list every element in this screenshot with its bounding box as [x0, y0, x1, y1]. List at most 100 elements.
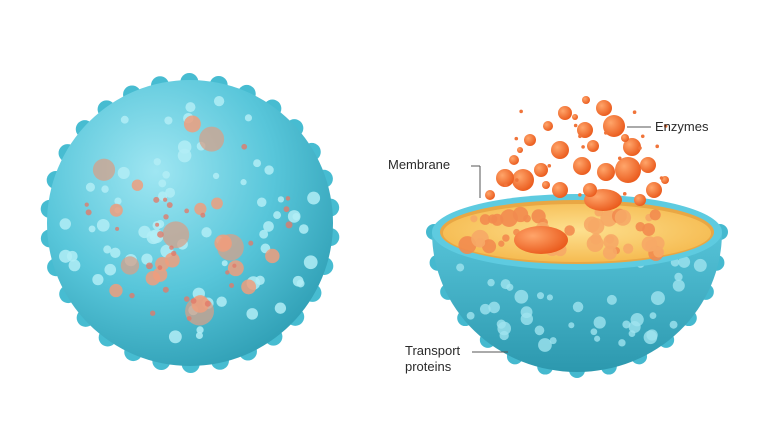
- interior-enzyme: [588, 218, 604, 234]
- surface-spot: [591, 328, 598, 335]
- surface-spot: [97, 219, 110, 232]
- surface-spot: [622, 320, 630, 328]
- interior-enzyme: [623, 243, 633, 253]
- inner-dot: [158, 265, 163, 270]
- interior-enzyme: [480, 214, 491, 225]
- enzyme-granule: [621, 134, 629, 142]
- inner-dot: [146, 262, 153, 269]
- inner-granule: [199, 127, 224, 152]
- surface-spot: [245, 114, 252, 121]
- enzyme-granule: [583, 183, 597, 197]
- enzyme-granule: [572, 114, 578, 120]
- enzymes-label: Enzymes: [655, 119, 709, 134]
- inner-dot: [129, 293, 134, 298]
- enzyme-granule: [552, 182, 568, 198]
- surface-spot: [162, 171, 170, 179]
- enzyme-granule: [646, 182, 662, 198]
- enzyme-granule: [615, 157, 641, 183]
- enzyme-dot: [581, 145, 585, 149]
- inner-dot: [153, 197, 159, 203]
- interior-enzyme: [590, 233, 601, 244]
- inner-dot: [184, 296, 190, 302]
- surface-spot: [568, 322, 574, 328]
- inner-granule: [93, 159, 115, 181]
- surface-spot: [169, 330, 182, 343]
- inner-granule: [132, 179, 143, 190]
- surface-spot: [480, 304, 491, 315]
- interior-enzyme: [476, 238, 485, 247]
- surface-spot: [201, 227, 211, 237]
- inner-dot: [286, 221, 293, 228]
- inner-dot: [115, 227, 119, 231]
- inner-dot: [167, 202, 173, 208]
- surface-spot: [222, 260, 228, 266]
- enzyme-dot: [638, 146, 642, 150]
- surface-spot: [86, 183, 95, 192]
- surface-spot: [497, 322, 511, 336]
- inner-granule: [162, 221, 189, 248]
- surface-spot: [216, 296, 226, 306]
- surface-spot: [467, 312, 475, 320]
- enzyme-granule: [597, 163, 615, 181]
- surface-spot: [263, 221, 274, 232]
- inner-granule: [211, 198, 223, 210]
- surface-spot: [275, 303, 286, 314]
- surface-spot: [521, 313, 533, 325]
- membrane-label: Membrane: [388, 157, 450, 172]
- enzyme-granule: [558, 106, 572, 120]
- inner-granule: [265, 249, 279, 263]
- inner-granule: [194, 203, 206, 215]
- inner-granule: [241, 279, 256, 294]
- label-enzymes: Enzymes: [627, 119, 709, 134]
- surface-spot: [255, 276, 264, 285]
- enzyme-dot: [660, 176, 664, 180]
- inner-dot: [163, 198, 167, 202]
- surface-spot: [110, 248, 120, 258]
- inner-dot: [169, 245, 173, 249]
- inner-granule: [109, 284, 122, 297]
- inner-dot: [184, 209, 189, 214]
- inner-dot: [286, 196, 291, 201]
- surface-spot: [307, 192, 320, 205]
- surface-spot: [629, 321, 641, 333]
- transport-proteins-label-line2: proteins: [405, 359, 452, 374]
- surface-spot: [59, 250, 72, 263]
- interior-enzyme: [502, 234, 509, 241]
- inner-granule: [184, 116, 201, 133]
- inner-dot: [150, 311, 155, 316]
- interior-enzyme: [615, 209, 631, 225]
- surface-spot: [253, 159, 261, 167]
- surface-spot: [60, 218, 71, 229]
- enzyme-granule: [543, 121, 553, 131]
- interior-enzyme: [650, 209, 661, 220]
- inner-granule: [228, 260, 244, 276]
- enzyme-dot: [604, 131, 608, 135]
- surface-spot: [650, 312, 657, 319]
- enzyme-dot: [633, 110, 637, 114]
- surface-spot: [607, 295, 617, 305]
- inner-dot: [163, 214, 168, 219]
- enzyme-granule: [587, 140, 599, 152]
- surface-spot: [537, 292, 544, 299]
- transport-proteins-label-line1: Transport: [405, 343, 461, 358]
- interior-enzyme: [523, 215, 531, 223]
- surface-spot: [674, 273, 682, 281]
- enzyme-dot: [578, 193, 582, 197]
- surface-spot: [538, 338, 552, 352]
- inner-dot: [229, 283, 234, 288]
- inner-dot: [200, 213, 205, 218]
- surface-spot: [651, 291, 665, 305]
- surface-spot: [278, 196, 284, 202]
- surface-spot: [158, 180, 166, 188]
- surface-spot: [103, 245, 111, 253]
- inner-granule: [110, 204, 123, 217]
- surface-spot: [297, 280, 305, 288]
- inner-dot: [163, 287, 169, 293]
- interior-enzyme: [491, 214, 503, 226]
- surface-spot: [118, 167, 130, 179]
- interior-enzyme: [531, 209, 545, 223]
- inner-dot: [171, 251, 176, 256]
- enzyme-granule: [640, 157, 656, 173]
- inner-dot: [85, 202, 89, 206]
